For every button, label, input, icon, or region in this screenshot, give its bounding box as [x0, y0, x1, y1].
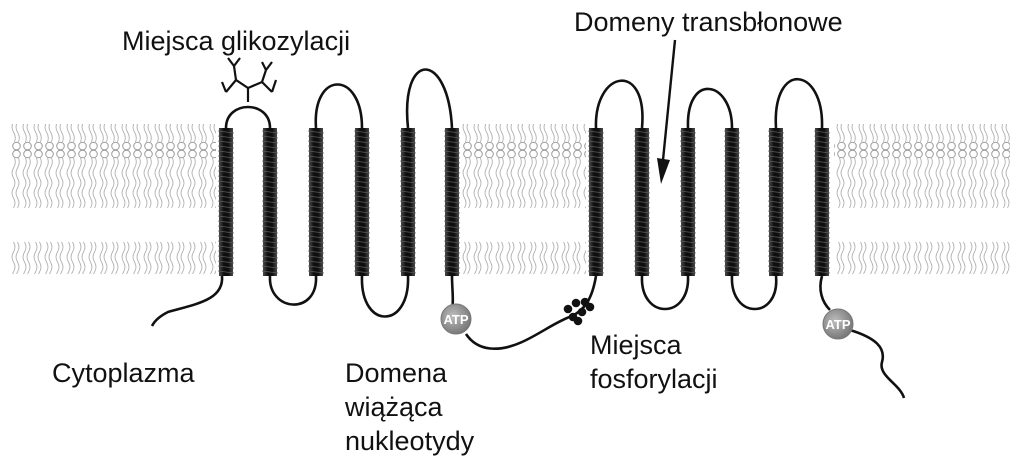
membrane-right: [834, 124, 1010, 274]
linker-to-atp-2: [820, 276, 830, 310]
intracellular-loop-3: [642, 276, 688, 309]
glycosylation-tree-icon: [222, 58, 276, 102]
phosphorylation-label-line-1: Miejsca: [590, 330, 683, 360]
intracellular-loop-2: [362, 276, 408, 317]
transmembrane-helix-7: [588, 128, 604, 276]
membrane-left: [10, 124, 216, 274]
transmembrane-helix-2: [262, 128, 278, 276]
membrane-middle: [462, 124, 586, 274]
cytoplasm-label: Cytoplazma: [52, 358, 196, 388]
c-terminal-tail: [850, 330, 904, 398]
transmembrane-helix-3: [308, 128, 324, 276]
extracellular-loop-1: [226, 107, 270, 128]
nbd-label-line-1: Domena: [345, 358, 448, 388]
atp-domain-2: ATP: [823, 309, 853, 339]
extracellular-loop-2: [316, 85, 362, 129]
transmembrane-helix-10: [724, 128, 740, 276]
nbd-label-line-2: wiążąca: [344, 392, 444, 422]
glycosylation-label: Miejsca glikozylacji: [122, 26, 350, 56]
extracellular-loops: [226, 70, 822, 129]
transmembrane-helix-1: [218, 128, 234, 276]
transmembrane-arrow-icon: [657, 40, 675, 184]
intracellular-loop-4: [732, 276, 776, 309]
phosphorylation-label-line-2: fosforylacji: [590, 364, 718, 394]
transmembrane-helix-9: [680, 128, 696, 276]
nbd-linker: [466, 276, 596, 349]
nbd-label-line-3: nukleotydy: [345, 426, 475, 456]
transmembrane-label: Domeny transbłonowe: [574, 7, 843, 37]
extracellular-loop-6: [776, 79, 822, 128]
atp-domain-1: ATP: [441, 304, 471, 334]
transmembrane-helix-8: [634, 128, 650, 276]
lipid-bilayer: [10, 124, 1010, 274]
transmembrane-helix-12: [814, 128, 830, 276]
intracellular-loop-1: [270, 276, 316, 305]
atp-label-2: ATP: [825, 317, 850, 332]
atp-label-1: ATP: [443, 312, 468, 327]
extracellular-loop-3: [407, 70, 452, 129]
transmembrane-helix-6: [444, 128, 460, 276]
transmembrane-helix-5: [400, 128, 416, 276]
extracellular-loop-5: [688, 89, 732, 128]
extracellular-loop-4: [596, 81, 643, 128]
n-terminal-tail: [152, 276, 222, 326]
transmembrane-helix-4: [354, 128, 370, 276]
intracellular-chain: [152, 276, 904, 398]
phosphorylation-sites-icon: [564, 298, 595, 326]
transmembrane-helix-11: [768, 128, 784, 276]
